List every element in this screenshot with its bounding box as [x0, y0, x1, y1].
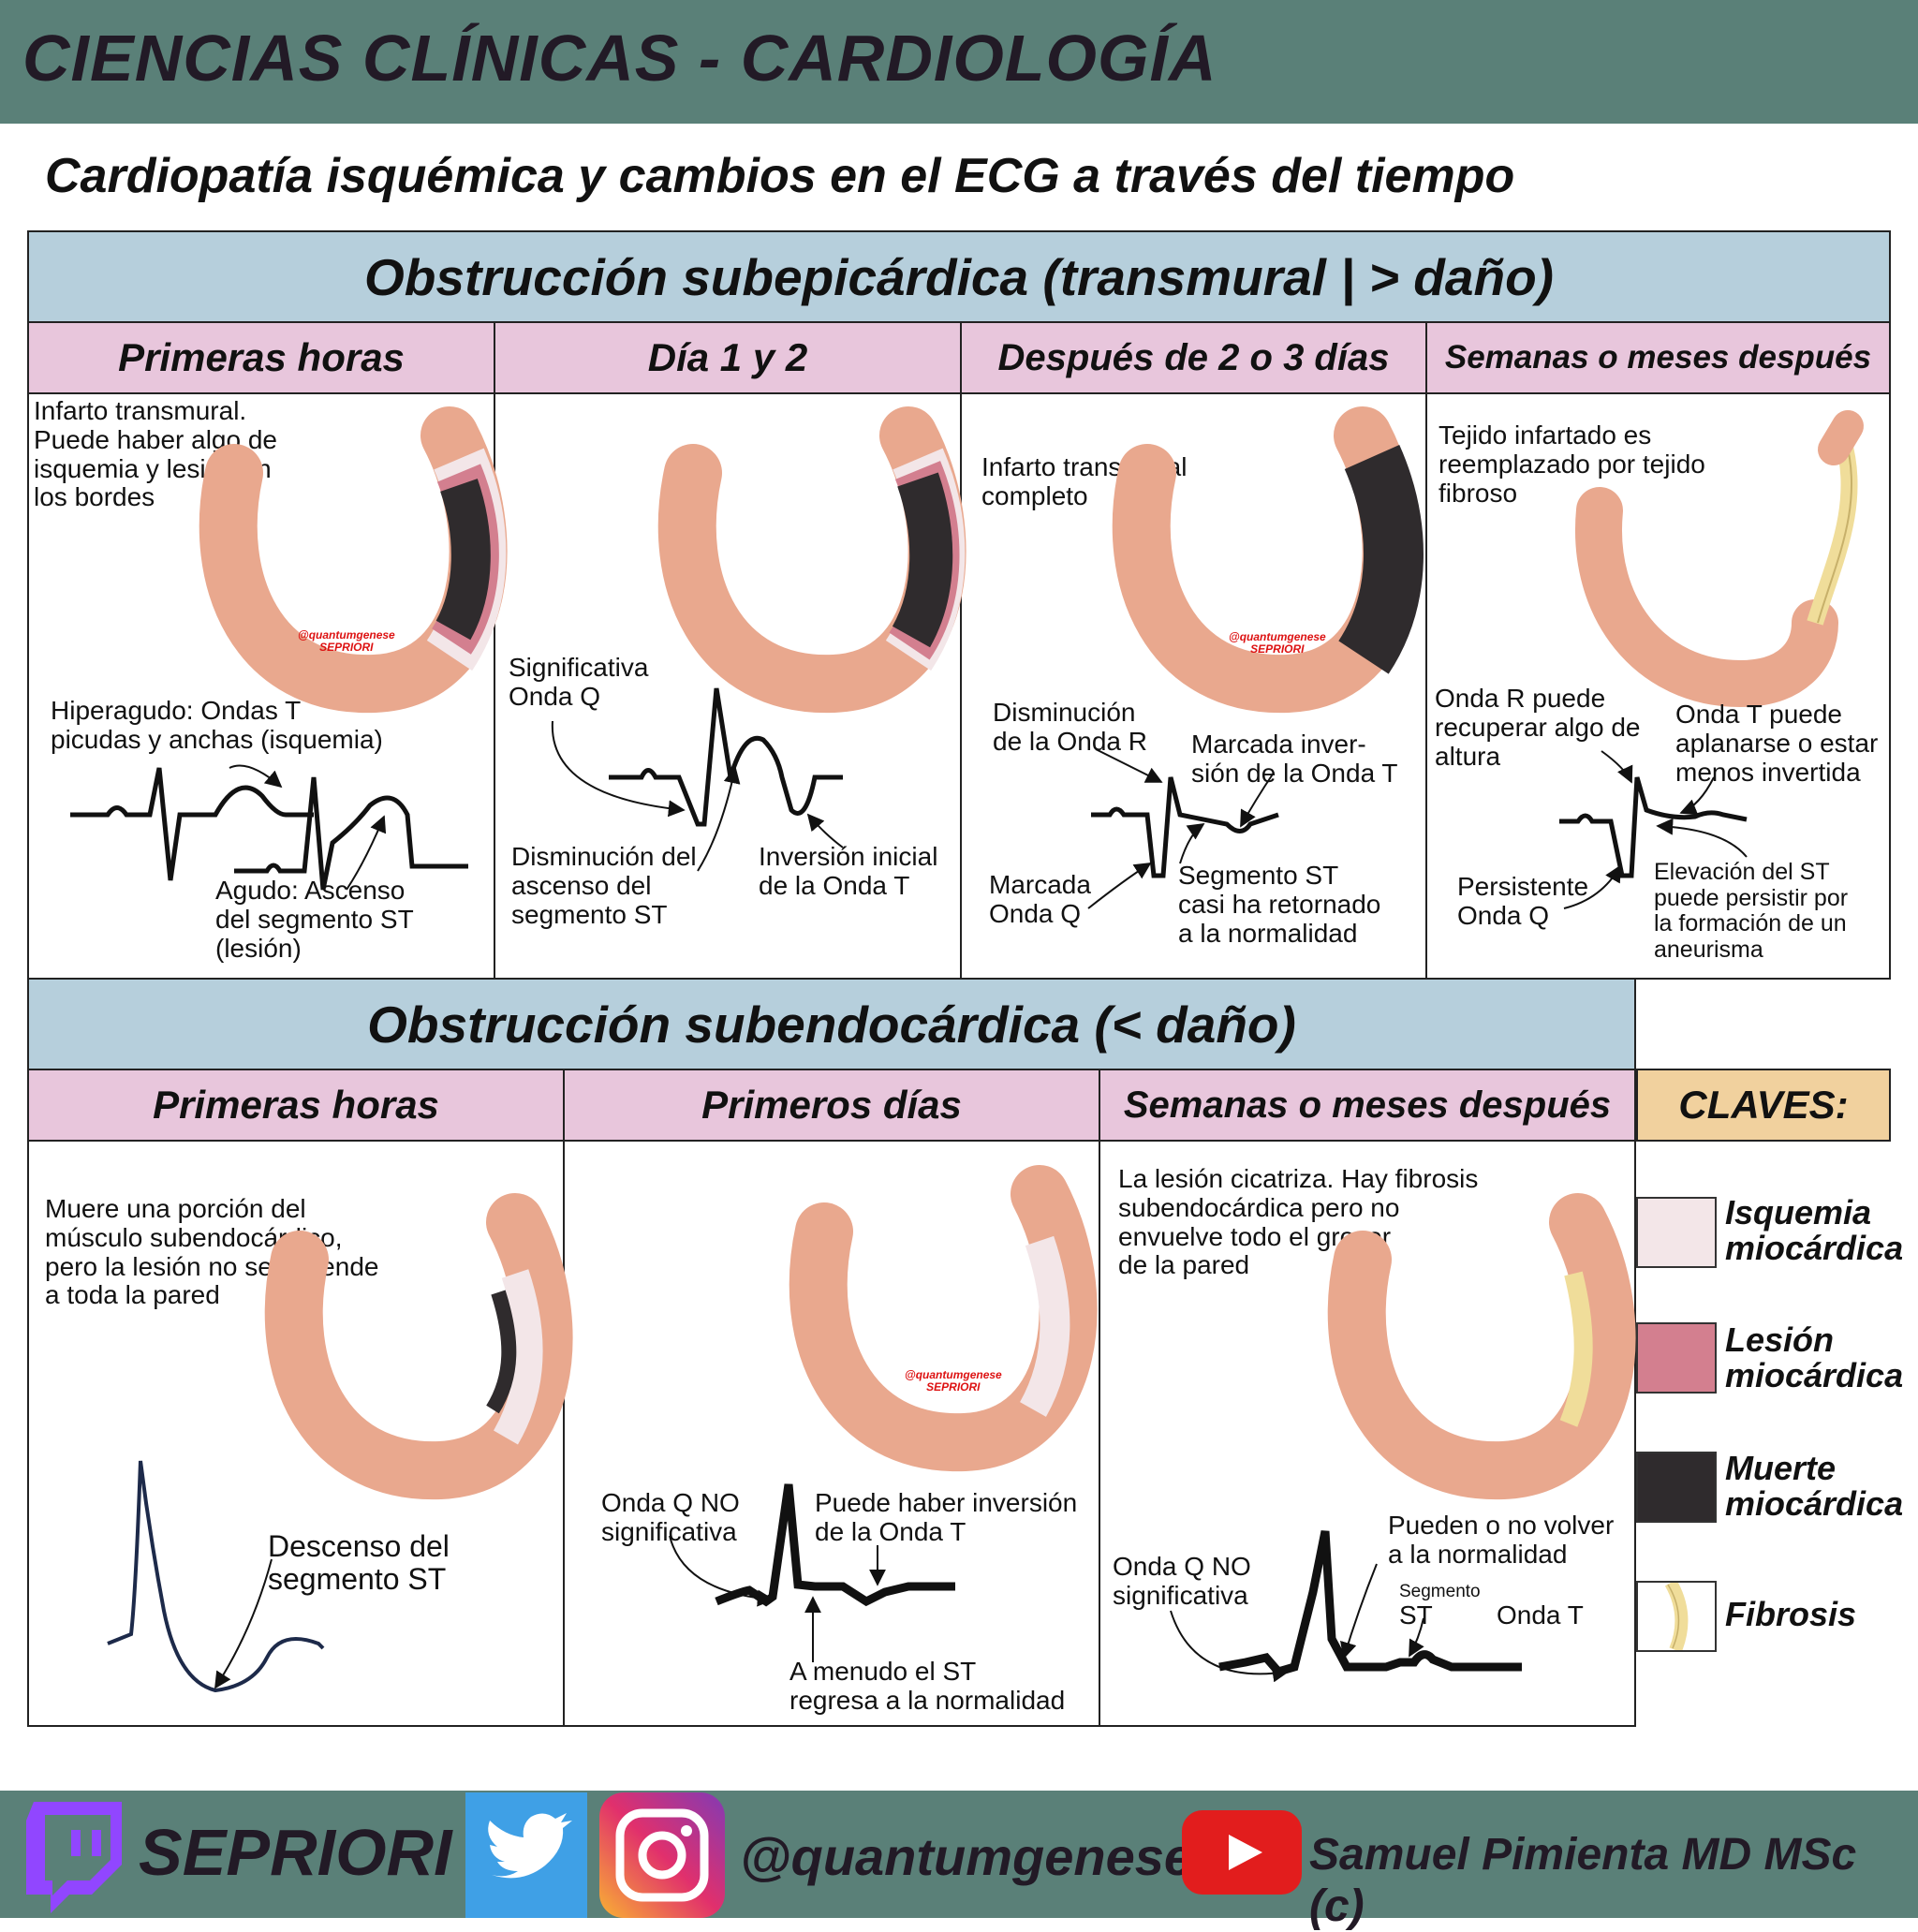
s3-label-st: ST: [1399, 1600, 1433, 1630]
t1-ecg-traces: [70, 764, 468, 891]
twitter-icon[interactable]: [465, 1792, 587, 1918]
legend-label-necrosis: Muerte miocárdica: [1725, 1449, 1904, 1523]
t3-label-r-decrease: Disminución de la Onda R: [993, 698, 1147, 756]
subendocardial-heading: Obstrucción subendocárdica (< daño): [27, 978, 1636, 1070]
t3-label-t-inversion: Marcada inver- sión de la Onda T: [1191, 730, 1398, 788]
legend-swatch-fibrosis: [1636, 1581, 1717, 1652]
transmural-heading: Obstrucción subepicárdica (transmural | …: [27, 230, 1891, 323]
s2-heart-diagram: [768, 1161, 1096, 1461]
legend-label-ischemia: Isquemia miocárdica: [1725, 1193, 1904, 1267]
legend-swatch-injury: [1636, 1322, 1717, 1394]
t2-label-t-inversion: Inversión inicial de la Onda T: [759, 842, 938, 900]
t3-label-st-normal: Segmento ST casi ha retornado a la norma…: [1178, 861, 1381, 948]
legend-title: CLAVES:: [1636, 1069, 1891, 1142]
s1-label-st-depression: Descenso del segmento ST: [268, 1529, 450, 1597]
s3-label-q-nonsig: Onda Q NO significativa: [1113, 1552, 1251, 1610]
s2-ecg-trace: [669, 1483, 955, 1662]
instagram-icon[interactable]: [599, 1792, 725, 1918]
t4-description: Tejido infartado es reemplazado por teji…: [1438, 420, 1705, 508]
legend-swatch-necrosis: [1636, 1452, 1717, 1523]
youtube-icon[interactable]: [1182, 1810, 1302, 1895]
fibrosis-texture-icon: [1664, 1583, 1689, 1650]
t4-ecg-trace: [1559, 750, 1748, 909]
t1-description: Infarto transmural. Puede haber algo de …: [34, 396, 277, 512]
transmural-col2-title: Día 1 y 2: [494, 321, 962, 394]
s3-label-t-wave: Onda T: [1497, 1600, 1584, 1630]
t4-heart-diagram: [1575, 410, 1864, 708]
transmural-col3-title: Después de 2 o 3 días: [960, 321, 1427, 394]
transmural-col4-panel: [1425, 392, 1891, 980]
t3-watermark: @quantumgenese SEPRIORI: [1229, 630, 1326, 656]
t1-watermark: @quantumgenese SEPRIORI: [298, 628, 395, 654]
header-banner: [0, 0, 1918, 124]
s2-label-t-inversion: Puede haber inversión de la Onda T: [815, 1488, 1078, 1546]
page-title: CIENCIAS CLÍNICAS - CARDIOLOGÍA: [22, 22, 1217, 95]
t1-label-hyperacute: Hiperagudo: Ondas T picudas y anchas (is…: [51, 696, 383, 754]
s3-label-segment: Segmento: [1399, 1582, 1481, 1601]
t3-heart-diagram: [1091, 403, 1424, 702]
legend-label-injury: Lesión miocárdica: [1725, 1320, 1904, 1394]
s2-label-st-normal: A menudo el ST regresa a la normalidad: [789, 1657, 1066, 1715]
subendo-col3-title: Semanas o meses después: [1099, 1069, 1636, 1142]
footer-brand: SEPRIORI: [139, 1816, 452, 1889]
s2-label-q-nonsig: Onda Q NO significativa: [601, 1488, 740, 1546]
footer-handle: @quantumgenese: [740, 1827, 1194, 1886]
s3-description: La lesión cicatriza. Hay fibrosis subend…: [1118, 1164, 1479, 1280]
legend-swatch-ischemia: [1636, 1197, 1717, 1268]
t3-ecg-trace: [1087, 748, 1279, 909]
t2-label-st-decrease: Disminución del ascenso del segmento ST: [511, 842, 697, 929]
s2-watermark: @quantumgenese SEPRIORI: [905, 1368, 1002, 1394]
legend-label-fibrosis: Fibrosis: [1725, 1595, 1857, 1633]
footer-author: Samuel Pimienta MD MSc (c): [1309, 1830, 1857, 1931]
twitch-icon[interactable]: [17, 1794, 129, 1914]
s3-ecg-trace: [1170, 1530, 1522, 1683]
t1-heart-diagram: [178, 403, 506, 702]
t2-ecg-trace: [551, 687, 844, 872]
t1-label-acute: Agudo: Ascenso del segmento ST (lesión): [215, 876, 414, 963]
t4-label-q-persist: Persistente Onda Q: [1457, 872, 1589, 930]
t2-label-q-wave: Significativa Onda Q: [509, 653, 649, 711]
t4-label-r-recover: Onda R puede recuperar algo de altura: [1435, 684, 1641, 771]
transmural-col1-title: Primeras horas: [27, 321, 495, 394]
t3-label-q-wave: Marcada Onda Q: [989, 870, 1091, 928]
s1-description: Muere una porción del músculo subendocár…: [45, 1194, 379, 1310]
subendo-col1-title: Primeras horas: [27, 1069, 565, 1142]
subendo-col3-panel: [1099, 1140, 1636, 1727]
page-subtitle: Cardiopatía isquémica y cambios en el EC…: [45, 149, 1515, 203]
t4-label-st-elevation: Elevación del ST puede persistir por la …: [1654, 859, 1849, 963]
subendo-col2-title: Primeros días: [563, 1069, 1100, 1142]
s1-ecg-trace: [107, 1460, 325, 1693]
t4-label-t-flatten: Onda T puede aplanarse o estar menos inv…: [1675, 700, 1879, 787]
t2-heart-diagram: [637, 403, 965, 702]
s3-label-may-return: Pueden o no volver a la normalidad: [1388, 1511, 1615, 1569]
footer-banner: [0, 1791, 1918, 1918]
s3-heart-diagram: [1306, 1189, 1634, 1489]
transmural-col4-title: Semanas o meses después: [1425, 321, 1891, 394]
s1-heart-diagram: [243, 1189, 571, 1489]
